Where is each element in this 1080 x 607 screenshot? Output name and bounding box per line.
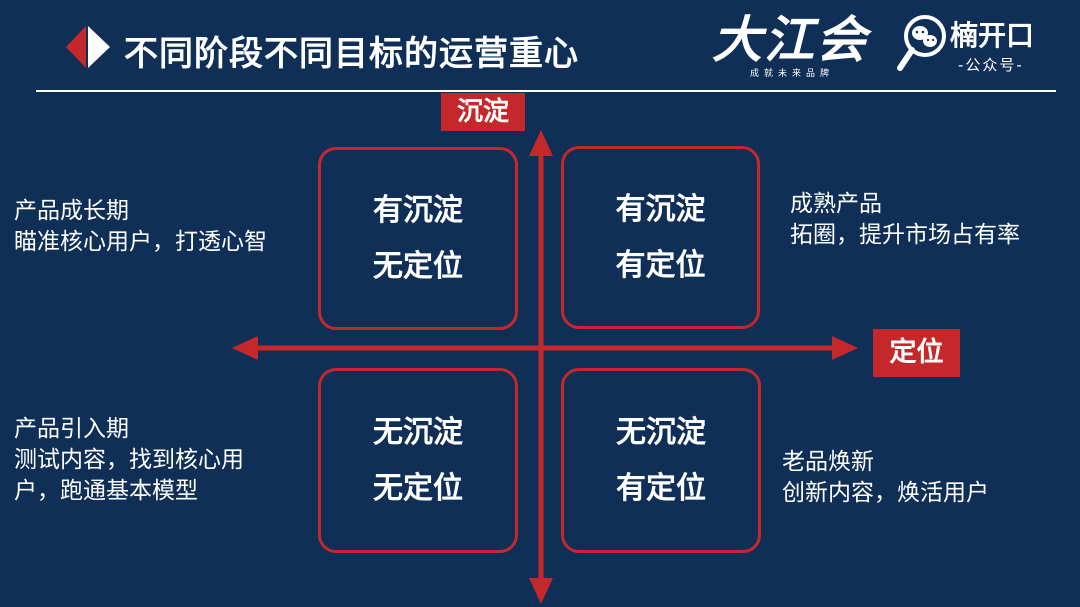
account-name: 楠开口 bbox=[950, 19, 1035, 52]
stage-description-line-1: 测试内容，找到核心用 bbox=[14, 447, 244, 473]
quadrant-line-1: 无沉淀 bbox=[616, 414, 706, 450]
quadrant-line-1: 有沉淀 bbox=[615, 191, 706, 227]
quadrant-line-2: 无定位 bbox=[373, 470, 463, 506]
quadrant-bottom-right: 无沉淀 有定位 bbox=[561, 368, 761, 553]
quadrant-line-2: 无定位 bbox=[373, 248, 463, 284]
magnifier-chat-icon bbox=[897, 15, 946, 71]
quadrant-top-left: 有沉淀 无定位 bbox=[318, 147, 518, 330]
horizontal-axis-right-arrow bbox=[832, 336, 858, 360]
quadrant-top-right: 有沉淀 有定位 bbox=[561, 146, 760, 329]
stage-introduction: 产品引入期 测试内容，找到核心用 户，跑通基本模型 bbox=[14, 414, 244, 507]
quadrant-line-1: 无沉淀 bbox=[373, 414, 463, 450]
vertical-axis-down-arrow bbox=[529, 578, 553, 604]
horizontal-axis-left-arrow bbox=[232, 336, 258, 360]
title-chevron-icon bbox=[66, 26, 110, 68]
stage-growth: 产品成长期 瞄准核心用户，打透心智 bbox=[14, 196, 267, 258]
quadrant-bottom-left: 无沉淀 无定位 bbox=[318, 368, 518, 553]
header-divider bbox=[36, 90, 1056, 92]
stage-renewal: 老品焕新 创新内容，焕活用户 bbox=[782, 447, 989, 509]
stage-description-line-2: 户，跑通基本模型 bbox=[14, 478, 198, 504]
stage-title: 产品成长期 bbox=[14, 198, 129, 224]
vertical-axis-up-arrow bbox=[529, 130, 553, 156]
quadrant-line-2: 有定位 bbox=[615, 247, 706, 283]
stage-title: 老品焕新 bbox=[782, 449, 874, 475]
stage-mature: 成熟产品 拓圈，提升市场占有率 bbox=[790, 189, 1020, 251]
vertical-axis-label: 沉淀 bbox=[441, 93, 525, 131]
horizontal-axis-label: 定位 bbox=[873, 329, 960, 377]
stage-title: 成熟产品 bbox=[790, 191, 882, 217]
quadrant-line-2: 有定位 bbox=[616, 470, 706, 506]
page-title: 不同阶段不同目标的运营重心 bbox=[124, 34, 579, 74]
brand-logo: 大江会 成就未来品牌 bbox=[700, 4, 880, 80]
stage-description: 瞄准核心用户，打透心智 bbox=[14, 229, 267, 255]
stage-description: 创新内容，焕活用户 bbox=[782, 480, 989, 506]
quadrant-line-1: 有沉淀 bbox=[373, 192, 463, 228]
account-type: -公众号- bbox=[958, 56, 1024, 74]
brand-slogan: 成就未来品牌 bbox=[749, 69, 834, 79]
stage-description: 拓圈，提升市场占有率 bbox=[790, 222, 1020, 248]
brand-name: 大江会 bbox=[712, 10, 868, 69]
stage-title: 产品引入期 bbox=[14, 416, 129, 442]
